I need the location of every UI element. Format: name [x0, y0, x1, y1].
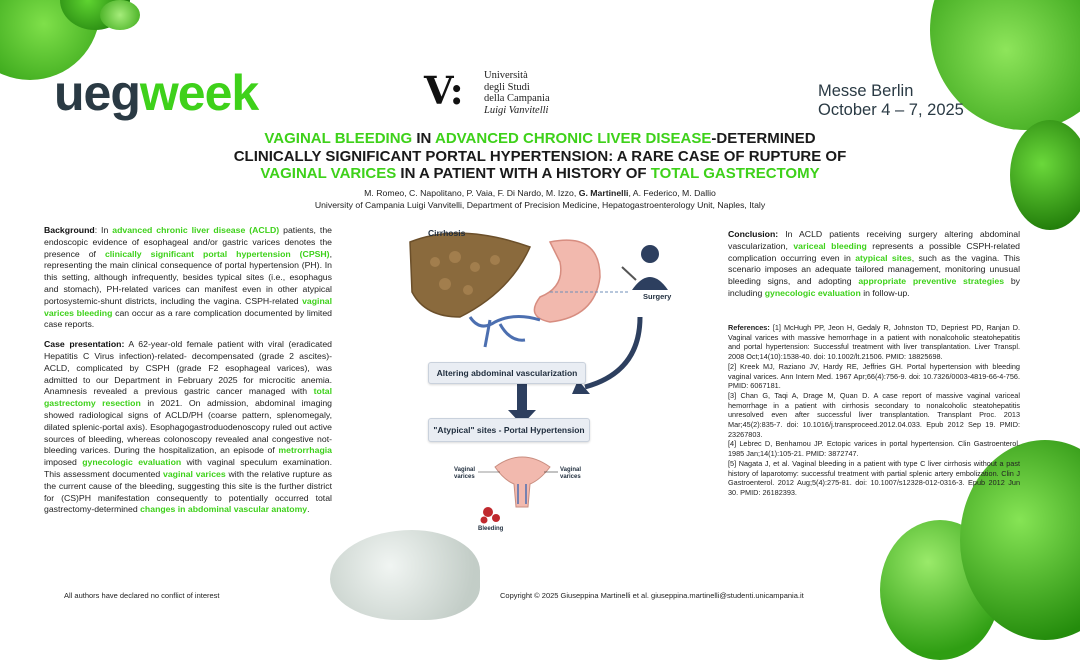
university-line-1: Università — [484, 70, 528, 81]
liver-icon — [409, 232, 532, 318]
text-run: with the relative rupture as the current… — [44, 468, 332, 515]
event-dates: October 4 – 7, 2025 — [818, 101, 964, 119]
university-mark-icon: V: — [424, 68, 464, 113]
conclusion-block: Conclusion: In ACLD patients receiving s… — [728, 229, 1020, 308]
text-run: , such as the vagina. This scenario impo… — [728, 252, 1020, 287]
title-part: CLINICALLY SIGNIFICANT PORTAL HYPERTENSI… — [233, 147, 847, 165]
uterus-icon — [494, 456, 551, 508]
flow-box-atypical-sites: "Atypical" sites - Portal Hypertension — [428, 418, 590, 442]
authors-list: , A. Federico, M. Dallio — [628, 188, 716, 198]
vaginal-varices-label-right: Vaginal varices — [560, 467, 582, 480]
presenting-author: G. Martinelli — [578, 188, 629, 198]
stomach-icon — [533, 239, 601, 323]
authors-list: M. Romeo, C. Napolitano, P. Vaia, F. Di … — [364, 188, 579, 198]
university-line-2: degli Studi — [484, 81, 530, 93]
highlight-text: advanced chronic liver disease (ACLD) — [112, 225, 280, 235]
highlight-text: vaginal varices bleeding — [44, 295, 332, 318]
reference-item: [2] Kreek MJ, Raziano JV, Hardy RE, Jeff… — [728, 361, 1020, 391]
title-part: IN A PATIENT WITH A HISTORY OF — [396, 165, 651, 182]
highlight-text: total gastrectomy resection — [44, 386, 332, 409]
vessels-icon — [468, 315, 541, 348]
logo-ueg-text: ueg — [54, 65, 141, 121]
text-run: in follow-up. — [860, 287, 910, 298]
text-run: with vaginal speculum examination. This … — [44, 457, 332, 479]
title-part: ADVANCED CHRONIC LIVER DISEASE — [434, 130, 712, 147]
ueg-week-logo: uegweek — [54, 65, 259, 121]
case-paragraph: Case presentation: A 62-year-old female … — [44, 339, 332, 516]
text-run: imposed — [44, 457, 83, 468]
title-part: IN — [412, 130, 435, 147]
poster-title: VAGINAL BLEEDING IN ADVANCED CHRONIC LIV… — [200, 130, 880, 183]
section-heading: References: — [728, 323, 770, 332]
text-run: , representing the main clinical consequ… — [44, 248, 332, 306]
highlight-text: atypical sites — [855, 252, 912, 263]
title-part: VAGINAL VARICES — [260, 165, 397, 182]
copyright-note: Copyright © 2025 Giuseppina Martinelli e… — [500, 591, 804, 600]
cirrhosis-label: Cirrhosis — [428, 228, 466, 238]
text-run: can occur as a rare complication documen… — [44, 307, 333, 330]
reference-item: [4] Lebrec D, Benhamou JP. Ectopic varic… — [728, 439, 1020, 459]
highlight-text: metrorrhagia — [278, 445, 332, 456]
authors-block: M. Romeo, C. Napolitano, P. Vaia, F. Di … — [200, 187, 880, 211]
university-line-4: Luigi Vanvitelli — [484, 104, 549, 116]
highlight-text: changes in abdominal vascular anatomy — [140, 504, 308, 515]
text-run: patients, the endoscopic evidence of eso… — [44, 225, 332, 259]
references-block: References: [1] McHugh PP, Jeon H, Gedal… — [728, 323, 1020, 498]
highlight-text: appropriate preventive strategies — [858, 276, 1005, 287]
text-run: represents a possible CSPH-related compl… — [728, 240, 1020, 263]
university-line-3: della Campania — [484, 93, 550, 104]
title-part: TOTAL GASTRECTOMY — [650, 165, 820, 182]
text-run: In ACLD patients receiving surgery alter… — [728, 229, 1020, 251]
text-run: . — [307, 504, 310, 515]
university-name: Università degli Studi della Campania Lu… — [484, 70, 550, 116]
title-part: -DETERMINED — [711, 130, 816, 147]
surgeon-icon — [641, 245, 659, 263]
surgery-label: Surgery — [643, 292, 672, 301]
vaginal-varices-label-left: Vaginal varices — [454, 467, 476, 480]
section-heading: Background — [44, 225, 95, 235]
text-run: by including — [728, 276, 1020, 298]
text-run: in 2021. On admission, abdominal imaging… — [44, 398, 332, 456]
highlight-text: gynecologic evaluation — [764, 287, 861, 298]
highlight-text: variceal bleeding — [793, 240, 867, 251]
curved-arrow-icon — [584, 316, 643, 390]
highlight-text: vaginal varices — [163, 468, 226, 479]
conflict-of-interest-note: All authors have declared no conflict of… — [64, 591, 220, 600]
bleeding-label: Bleeding — [478, 526, 504, 532]
event-venue: Messe Berlin — [818, 82, 914, 100]
highlight-text: clinically significant portal hypertensi… — [104, 248, 330, 259]
reference-item: [1] McHugh PP, Jeon H, Gedaly R, Johnsto… — [728, 323, 1020, 362]
highlight-text: gynecologic evaluation — [82, 457, 182, 468]
section-heading: Case presentation: — [44, 339, 125, 350]
text-run: : In — [94, 225, 113, 235]
title-part: VAGINAL BLEEDING — [264, 130, 413, 147]
event-info: Messe Berlin October 4 – 7, 2025 — [818, 82, 964, 120]
reference-item: [3] Chan G, Taqi A, Drage M, Quan D. A c… — [728, 390, 1020, 439]
affiliation: University of Campania Luigi Vanvitelli,… — [314, 200, 766, 210]
university-logo: V: Università degli Studi della Campania… — [424, 70, 564, 116]
left-column: Background: In advanced chronic liver di… — [44, 225, 332, 524]
flow-box-altering-vascularization: Altering abdominal vascularization — [428, 362, 586, 384]
background-paragraph: Background: In advanced chronic liver di… — [44, 225, 332, 331]
section-heading: Conclusion: — [728, 229, 779, 239]
text-run: A 62-year-old female patient with viral … — [44, 339, 332, 397]
figure-illustration — [409, 232, 668, 524]
reference-item: [5] Nagata J, et al. Vaginal bleeding in… — [728, 458, 1020, 497]
bleeding-icon — [480, 507, 500, 524]
down-arrow-icon — [517, 382, 527, 412]
logo-week-text: week — [139, 65, 259, 121]
